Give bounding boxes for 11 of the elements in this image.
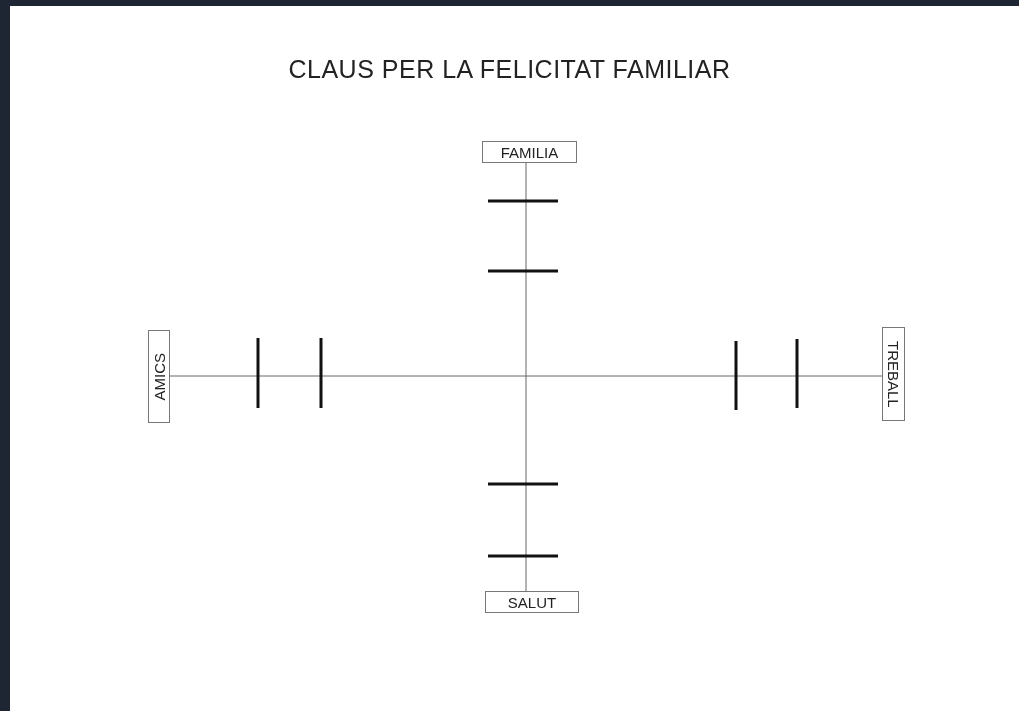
- box-label: SALUT: [507, 593, 557, 611]
- label-box: [882, 327, 905, 421]
- box-label: AMICS: [150, 352, 168, 401]
- diagram-title: CLAUS PER LA FELICITAT FAMILIAR: [287, 55, 732, 84]
- label-box: [148, 330, 170, 423]
- box-label: TREBALL: [885, 340, 902, 408]
- axis-line: [169, 375, 883, 377]
- axis-line: [525, 162, 527, 592]
- label-box: [485, 591, 579, 613]
- box-label: FAMILIA: [500, 143, 559, 161]
- label-box: [482, 141, 577, 163]
